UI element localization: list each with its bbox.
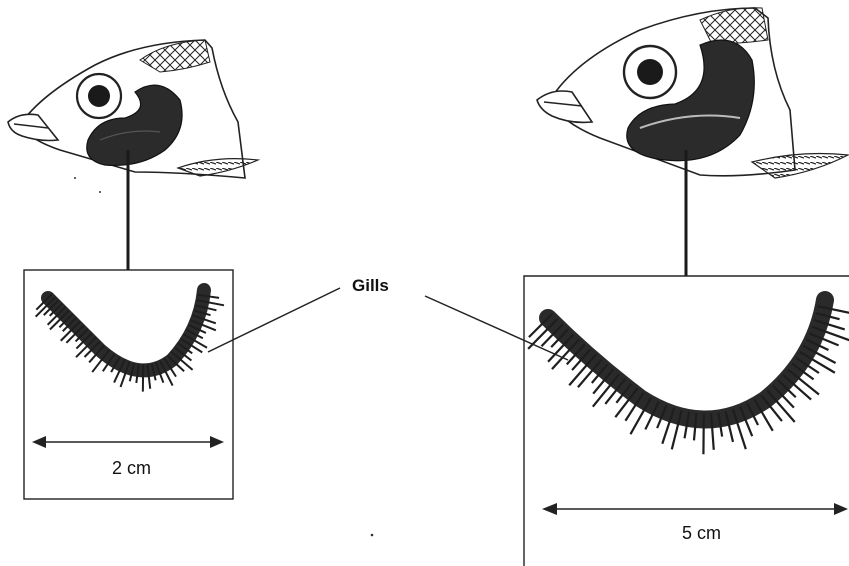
gills-callout-line-left — [208, 288, 340, 352]
right-fish-head — [537, 8, 848, 276]
left-dimension-label: 2 cm — [112, 458, 151, 479]
left-dimension-arrow — [32, 436, 224, 448]
right-dimension-arrow — [542, 503, 848, 515]
right-gill-arch — [528, 300, 849, 454]
left-fish-head — [8, 40, 258, 270]
left-gill-arch — [36, 290, 224, 392]
right-dimension-label: 5 cm — [682, 523, 721, 544]
gills-label: Gills — [352, 276, 389, 296]
